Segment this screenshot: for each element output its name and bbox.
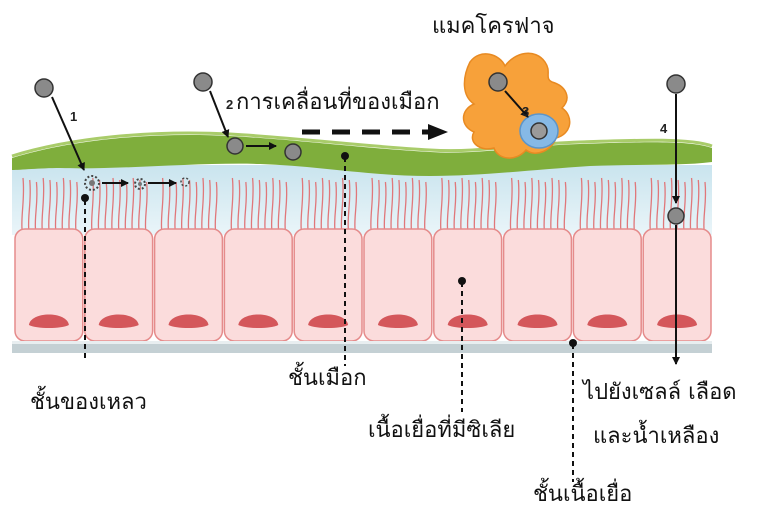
step-number-2: 2 xyxy=(226,98,233,111)
step-number-1: 1 xyxy=(70,110,77,123)
tissue-layer-label: ชั้นเนื้อเยื่อ xyxy=(533,484,632,506)
ciliated-tissue-label: เนื้อเยื่อที่มีซิเลีย xyxy=(368,420,515,442)
epithelial-cells xyxy=(15,229,711,341)
macrophage-label: แมคโครฟาจ xyxy=(432,16,555,38)
basement-membrane-top xyxy=(12,341,712,344)
particle-4 xyxy=(667,75,685,93)
particle-1 xyxy=(35,79,53,97)
particle-2-moved xyxy=(285,144,301,160)
mucus-layer-label: ชั้นเมือก xyxy=(288,368,367,390)
to-blood-label-line1: ไปยังเซลล์ เลือด xyxy=(583,382,737,404)
engulfed-particle xyxy=(531,123,547,139)
fluid-layer-label: ชั้นของเหลว xyxy=(30,392,147,414)
mucus-movement-label: การเคลื่อนที่ของเมือก xyxy=(236,92,440,114)
step-number-4: 4 xyxy=(660,122,667,135)
particle-3 xyxy=(489,73,507,91)
to-blood-label-line2: และน้ำเหลือง xyxy=(593,426,719,448)
particle-4-absorbed xyxy=(668,208,684,224)
basement-membrane xyxy=(12,343,712,353)
step-number-3: 3 xyxy=(522,105,529,118)
particle-2 xyxy=(194,73,212,91)
particle-2-in-mucus xyxy=(227,138,243,154)
